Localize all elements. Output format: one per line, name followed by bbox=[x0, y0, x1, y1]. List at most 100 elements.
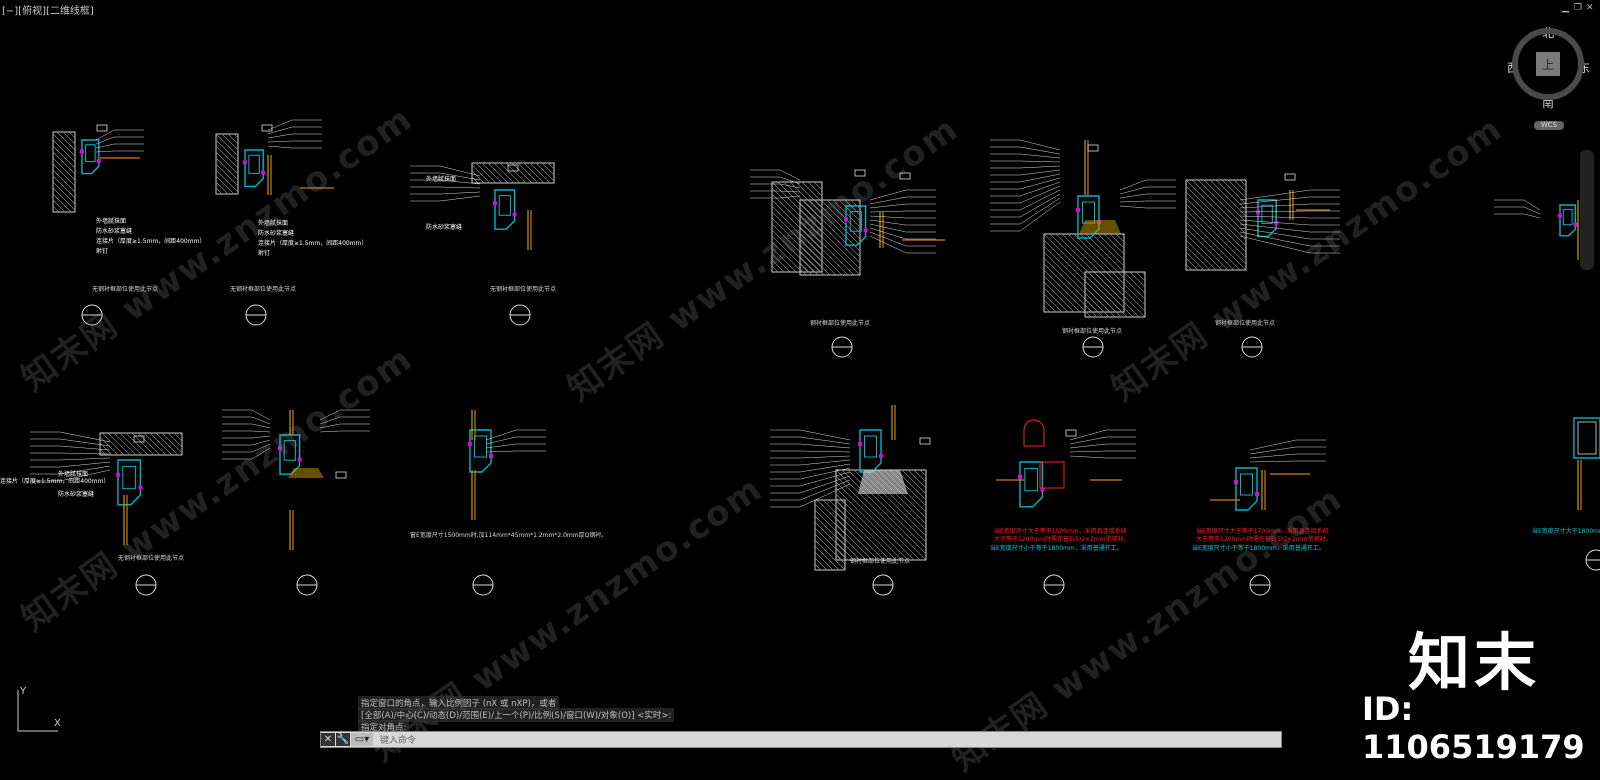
hatch-line bbox=[814, 515, 846, 547]
cad-line bbox=[288, 468, 324, 478]
leader-line bbox=[799, 463, 851, 473]
hatch-line bbox=[771, 241, 803, 273]
window-frame bbox=[122, 465, 137, 490]
wall-section bbox=[1084, 271, 1146, 318]
wcs-menu[interactable]: WCS bbox=[1534, 121, 1564, 130]
leader-line bbox=[439, 191, 481, 195]
sealant bbox=[512, 212, 517, 217]
leader-line bbox=[267, 140, 293, 143]
hatch-line bbox=[1141, 271, 1146, 276]
window-frame bbox=[1573, 417, 1600, 459]
hatch-line bbox=[1191, 179, 1247, 235]
hatch-line bbox=[119, 432, 143, 456]
leader-line bbox=[1523, 213, 1541, 219]
command-input[interactable]: 键入命令 bbox=[380, 736, 417, 746]
brand-id: ID: 1106519179 bbox=[1362, 690, 1585, 766]
window-frame bbox=[1082, 201, 1095, 224]
cad-line bbox=[1079, 220, 1121, 234]
sealant bbox=[493, 201, 497, 206]
hatch-line bbox=[471, 164, 491, 184]
leader-line bbox=[799, 455, 851, 459]
navigation-bar[interactable] bbox=[1580, 150, 1594, 270]
hatch-line bbox=[799, 238, 837, 276]
leader-line bbox=[1019, 189, 1061, 211]
viewcube-face[interactable]: 上 bbox=[1536, 52, 1560, 76]
hatch-line bbox=[826, 199, 861, 234]
restore-icon[interactable]: ❐ bbox=[1574, 3, 1583, 13]
leader-line bbox=[95, 129, 115, 141]
hatch-line bbox=[215, 133, 239, 157]
leader-line bbox=[869, 215, 907, 219]
leader-line bbox=[869, 223, 907, 233]
hatch-line bbox=[1135, 271, 1146, 282]
leader-line bbox=[267, 145, 293, 149]
leader-line bbox=[251, 430, 271, 433]
leader-line bbox=[59, 438, 111, 447]
leader-line bbox=[1069, 450, 1107, 453]
hatch-line bbox=[499, 162, 521, 184]
hatch-line bbox=[919, 469, 927, 477]
hatch-line bbox=[227, 133, 239, 145]
hatch-line bbox=[771, 235, 809, 273]
hatch-line bbox=[215, 181, 229, 195]
wrench-icon[interactable]: 🔧 bbox=[336, 733, 350, 746]
hatch-line bbox=[68, 131, 76, 139]
hatch-line bbox=[913, 469, 927, 483]
cad-line bbox=[1023, 419, 1045, 447]
label-box bbox=[335, 471, 347, 479]
leader-line bbox=[779, 176, 801, 185]
sealant bbox=[1256, 210, 1260, 215]
viewport-label[interactable]: [−][俯视][二维线框] bbox=[2, 6, 94, 17]
hatch-line bbox=[113, 432, 137, 456]
hatch-line bbox=[1115, 233, 1125, 243]
leader-line bbox=[95, 136, 115, 145]
sealant bbox=[844, 217, 848, 222]
leader-line bbox=[869, 196, 907, 205]
leader-line bbox=[1119, 200, 1147, 203]
leader-line bbox=[1119, 179, 1147, 191]
hatch-line bbox=[771, 187, 823, 239]
hatch-line bbox=[1093, 271, 1140, 318]
leader-line bbox=[267, 133, 293, 139]
hatch-line bbox=[799, 232, 843, 276]
label-box bbox=[919, 437, 931, 445]
window-frame bbox=[469, 429, 492, 473]
minimize-icon[interactable]: ▁ bbox=[1562, 3, 1569, 13]
hatch-line bbox=[143, 432, 167, 456]
hatch-line bbox=[1185, 233, 1223, 271]
hatch-line bbox=[1185, 257, 1199, 271]
close-icon[interactable]: ✕ bbox=[321, 733, 335, 746]
label-box bbox=[133, 435, 145, 443]
leader-line bbox=[1119, 193, 1147, 199]
command-line[interactable]: ✕ 🔧 ▭▾ 键入命令 bbox=[320, 731, 1282, 748]
label-box bbox=[899, 172, 911, 180]
hatch-line bbox=[819, 181, 823, 185]
leader-line bbox=[319, 430, 341, 433]
hatch-line bbox=[173, 432, 183, 442]
leader-line bbox=[95, 143, 115, 149]
leader-line bbox=[95, 150, 115, 153]
sealant bbox=[96, 159, 101, 164]
hatch-line bbox=[215, 157, 239, 181]
sealant bbox=[858, 442, 862, 446]
leader-line bbox=[799, 436, 851, 445]
leader-line bbox=[485, 436, 517, 445]
viewcube-compass[interactable]: 上 bbox=[1512, 28, 1584, 100]
leader-line bbox=[1239, 227, 1311, 240]
command-prompt-icon[interactable]: ▭▾ bbox=[351, 733, 373, 746]
annotation: 外墙腻抹面 bbox=[258, 220, 289, 227]
hatch-line bbox=[835, 487, 909, 561]
leader-line bbox=[251, 435, 271, 439]
leader-line bbox=[319, 423, 341, 429]
hatch-line bbox=[799, 244, 831, 276]
node-caption: 无钢衬框部位使用此节点 bbox=[490, 286, 557, 293]
label-box bbox=[261, 124, 273, 132]
hatch-line bbox=[215, 175, 235, 195]
leader-line bbox=[439, 179, 481, 185]
leader-line bbox=[1239, 223, 1311, 233]
leader-line bbox=[779, 190, 801, 193]
hatch-line bbox=[771, 181, 823, 233]
window-frame bbox=[1024, 467, 1039, 492]
close-icon[interactable]: ✕ bbox=[1586, 3, 1594, 13]
